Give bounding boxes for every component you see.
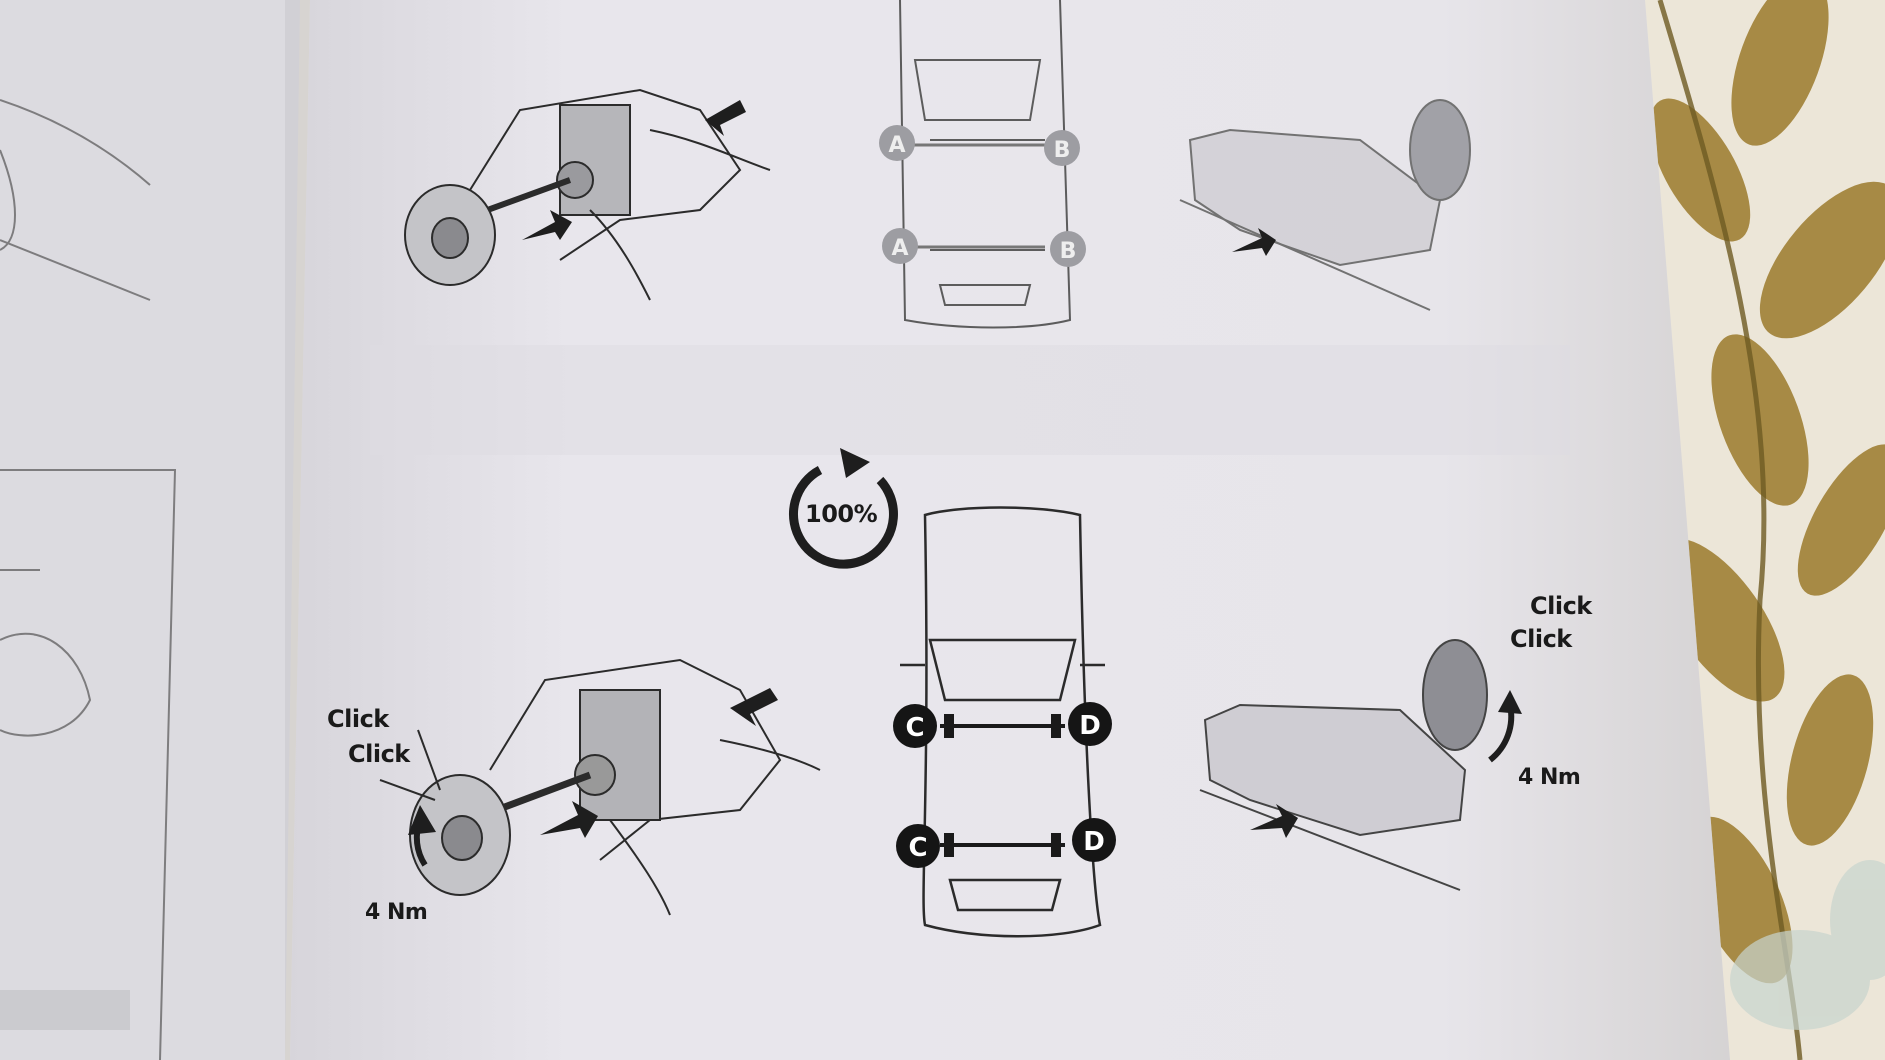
svg-text:C: C [908,833,927,863]
right-click-label-2: Click [1510,625,1572,653]
right-click-label-1: Click [1530,592,1592,620]
arrow-icon [1250,804,1298,838]
svg-text:D: D [1083,827,1105,857]
left-click-label-1: Click [327,705,389,733]
bottom-left-foot-illustration [379,658,821,916]
torque-arrow-icon [1498,690,1522,714]
marker-d-2: D [1072,818,1116,862]
svg-text:C: C [905,713,924,743]
rotation-icon [789,448,898,569]
marker-d-1: D [1068,702,1112,746]
svg-text:B: B [1054,138,1071,163]
marker-a-2: A [882,228,918,264]
torque-arrow-icon [408,805,436,835]
svg-text:A: A [888,133,905,158]
rotation-label: 100% [805,500,878,528]
bottom-right-foot-illustration [1199,639,1488,891]
svg-text:B: B [1060,239,1077,264]
marker-c-2: C [896,824,940,868]
top-right-foot-illustration [1179,99,1471,311]
left-click-label-2: Click [348,740,410,768]
top-car-outline [899,0,1072,329]
marker-a-1: A [879,125,915,161]
arrow-icon [730,688,778,726]
svg-text:A: A [891,236,908,261]
arrow-icon [1232,228,1276,256]
arrow-icon [705,100,746,136]
left-torque-label: 4 Nm [365,900,428,925]
arrow-icon [540,801,598,838]
bottom-crossbars [940,714,1065,857]
marker-b-1: B [1044,130,1080,166]
right-torque-label: 4 Nm [1518,765,1581,790]
top-crossbars [910,143,1045,249]
arrow-icon [522,210,572,240]
left-page [0,0,300,1060]
marker-b-2: B [1050,231,1086,267]
marker-c-1: C [893,704,937,748]
top-left-foot-illustration [404,88,771,301]
svg-text:D: D [1079,711,1101,741]
